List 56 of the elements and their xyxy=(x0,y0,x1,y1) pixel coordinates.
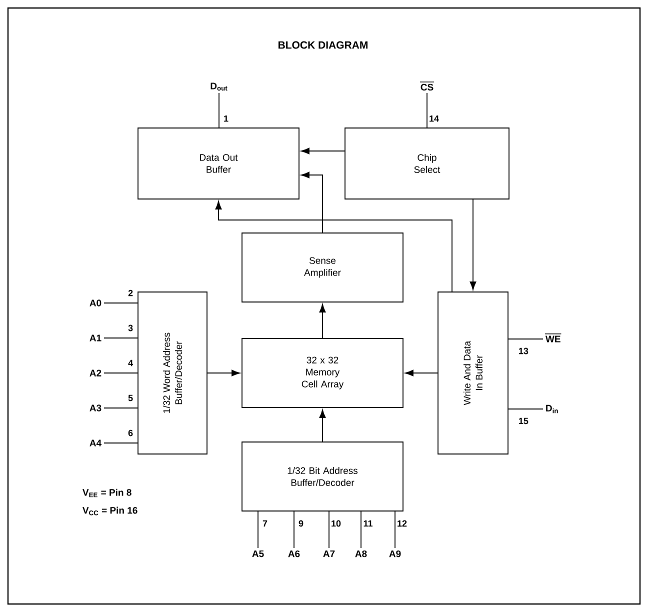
connector xyxy=(319,409,326,442)
pin-number: 1 xyxy=(224,115,228,122)
pin-number: 10 xyxy=(332,520,341,527)
signal-name: A5 xyxy=(252,550,264,558)
signal-name: A1 xyxy=(90,334,102,342)
signal-name: A8 xyxy=(355,550,367,558)
connector xyxy=(104,302,138,304)
pin-number: 2 xyxy=(128,290,133,296)
process-box: Data Out Buffer xyxy=(138,128,300,200)
pin-number: 4 xyxy=(128,360,133,366)
connector xyxy=(104,372,138,374)
process-box: Write And Data In Buffer xyxy=(438,292,508,454)
signal-name: A7 xyxy=(323,550,335,557)
pin-number: 15 xyxy=(519,418,528,424)
pin-number: 5 xyxy=(128,394,133,402)
signal-name: D$_{in}$ xyxy=(546,404,558,414)
connector xyxy=(319,304,326,338)
signal-name: A3 xyxy=(90,404,102,412)
signal-name: A2 xyxy=(90,370,102,376)
connector xyxy=(218,92,220,128)
connector xyxy=(508,408,544,410)
connector xyxy=(207,370,240,376)
note: V$_{CC}$ = Pin 16 xyxy=(82,506,138,516)
process-box: 1/32 Word Address Buffer/Decoder xyxy=(138,292,208,454)
note: V$_{EE}$ = Pin 8 xyxy=(82,488,132,498)
pin-number: 3 xyxy=(128,324,133,332)
connector xyxy=(360,511,362,548)
connector xyxy=(470,199,476,290)
pin-number: 13 xyxy=(519,348,528,354)
pin-number: 9 xyxy=(298,520,304,527)
process-box: Sense Amplifier xyxy=(242,232,404,302)
signal-name: D$_{out}$ xyxy=(210,82,228,91)
pin-number: 14 xyxy=(430,115,439,122)
connector xyxy=(215,200,452,292)
process-box: Chip Select xyxy=(344,128,510,200)
signal-name: WE xyxy=(544,334,562,342)
pin-number: 7 xyxy=(262,520,268,527)
process-box: 1/32 Bit Address Buffer/Decoder xyxy=(242,442,404,512)
title: BLOCK DIAGRAM xyxy=(278,41,368,49)
connector xyxy=(300,172,323,233)
connector xyxy=(394,511,396,548)
connector xyxy=(328,511,330,548)
signal-name: CS xyxy=(420,82,434,91)
process-box: 32 x 32 Memory Cell Array xyxy=(242,338,404,408)
connector xyxy=(405,370,438,376)
signal-name: A0 xyxy=(90,300,102,306)
connector xyxy=(508,338,544,340)
pin-number: 11 xyxy=(364,520,372,527)
signal-name: A4 xyxy=(90,440,102,446)
pin-number: 12 xyxy=(398,520,407,527)
pin-number: 6 xyxy=(128,430,133,436)
connector xyxy=(426,92,428,128)
signal-name: A6 xyxy=(288,550,300,558)
connector xyxy=(300,148,345,154)
signal-name: A9 xyxy=(389,550,401,558)
connector xyxy=(104,442,138,444)
